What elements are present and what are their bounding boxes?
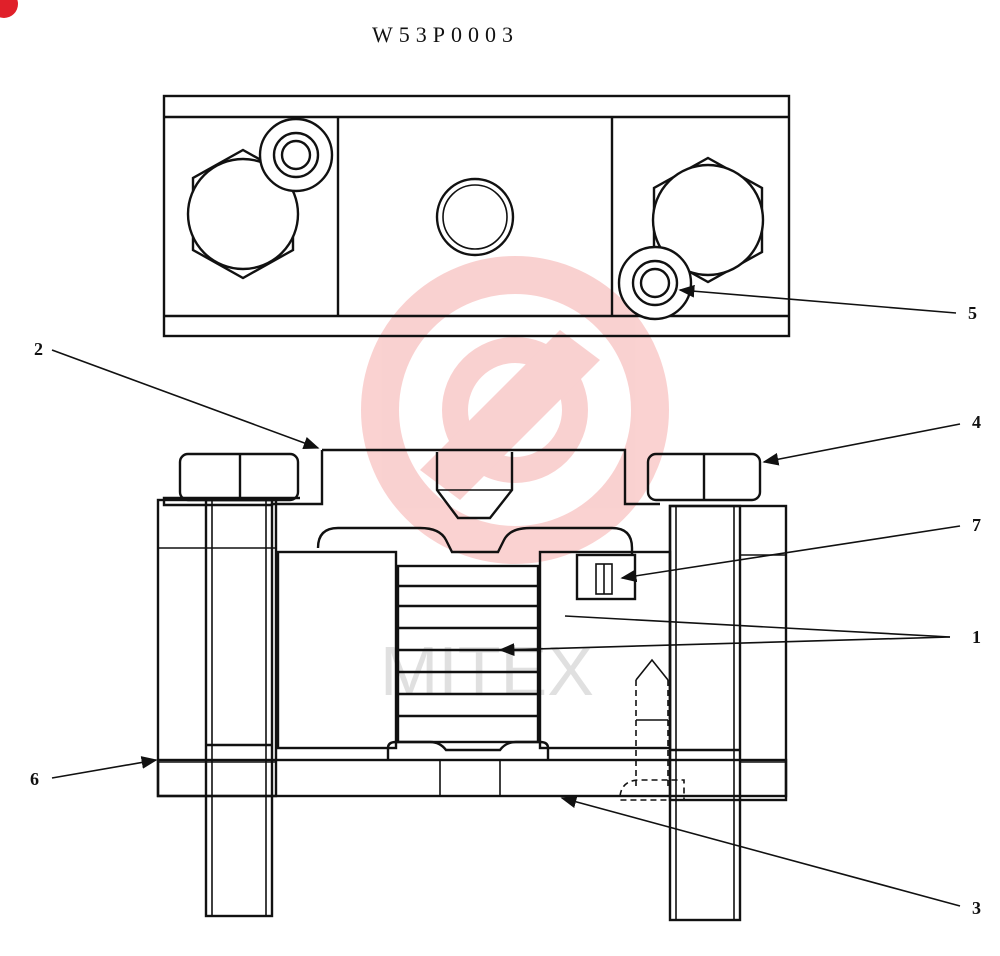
base-plate xyxy=(156,758,788,798)
callout-3: 3 xyxy=(972,898,981,918)
callout-1: 1 xyxy=(972,627,981,647)
bolt-shank-right xyxy=(668,504,742,922)
right-block xyxy=(538,550,672,750)
center-hole xyxy=(435,177,515,257)
corner-badge-icon xyxy=(0,0,18,18)
dowel-pin xyxy=(619,658,685,801)
front-view xyxy=(156,448,788,922)
callout-7: 7 xyxy=(972,515,981,535)
left-block xyxy=(276,550,398,750)
part-number-title: W53P0003 xyxy=(372,22,519,47)
side-plate-right xyxy=(668,504,788,802)
leader-lines xyxy=(51,284,961,907)
callout-6: 6 xyxy=(30,769,39,789)
callout-2: 2 xyxy=(34,339,43,359)
top-view xyxy=(162,94,791,338)
bolt-shank-left xyxy=(204,498,274,918)
hex-bolt-head-right xyxy=(651,156,765,284)
callout-4: 4 xyxy=(972,412,981,432)
bolt-head-left xyxy=(178,452,300,502)
hex-bolt-head-left xyxy=(186,148,300,280)
bolt-head-right xyxy=(646,452,762,502)
watermark-gear-logo xyxy=(361,256,669,564)
washer-pin-right xyxy=(617,245,693,321)
side-plate-left xyxy=(156,498,278,798)
washer-pin-left xyxy=(258,117,334,193)
callout-5: 5 xyxy=(968,303,977,323)
